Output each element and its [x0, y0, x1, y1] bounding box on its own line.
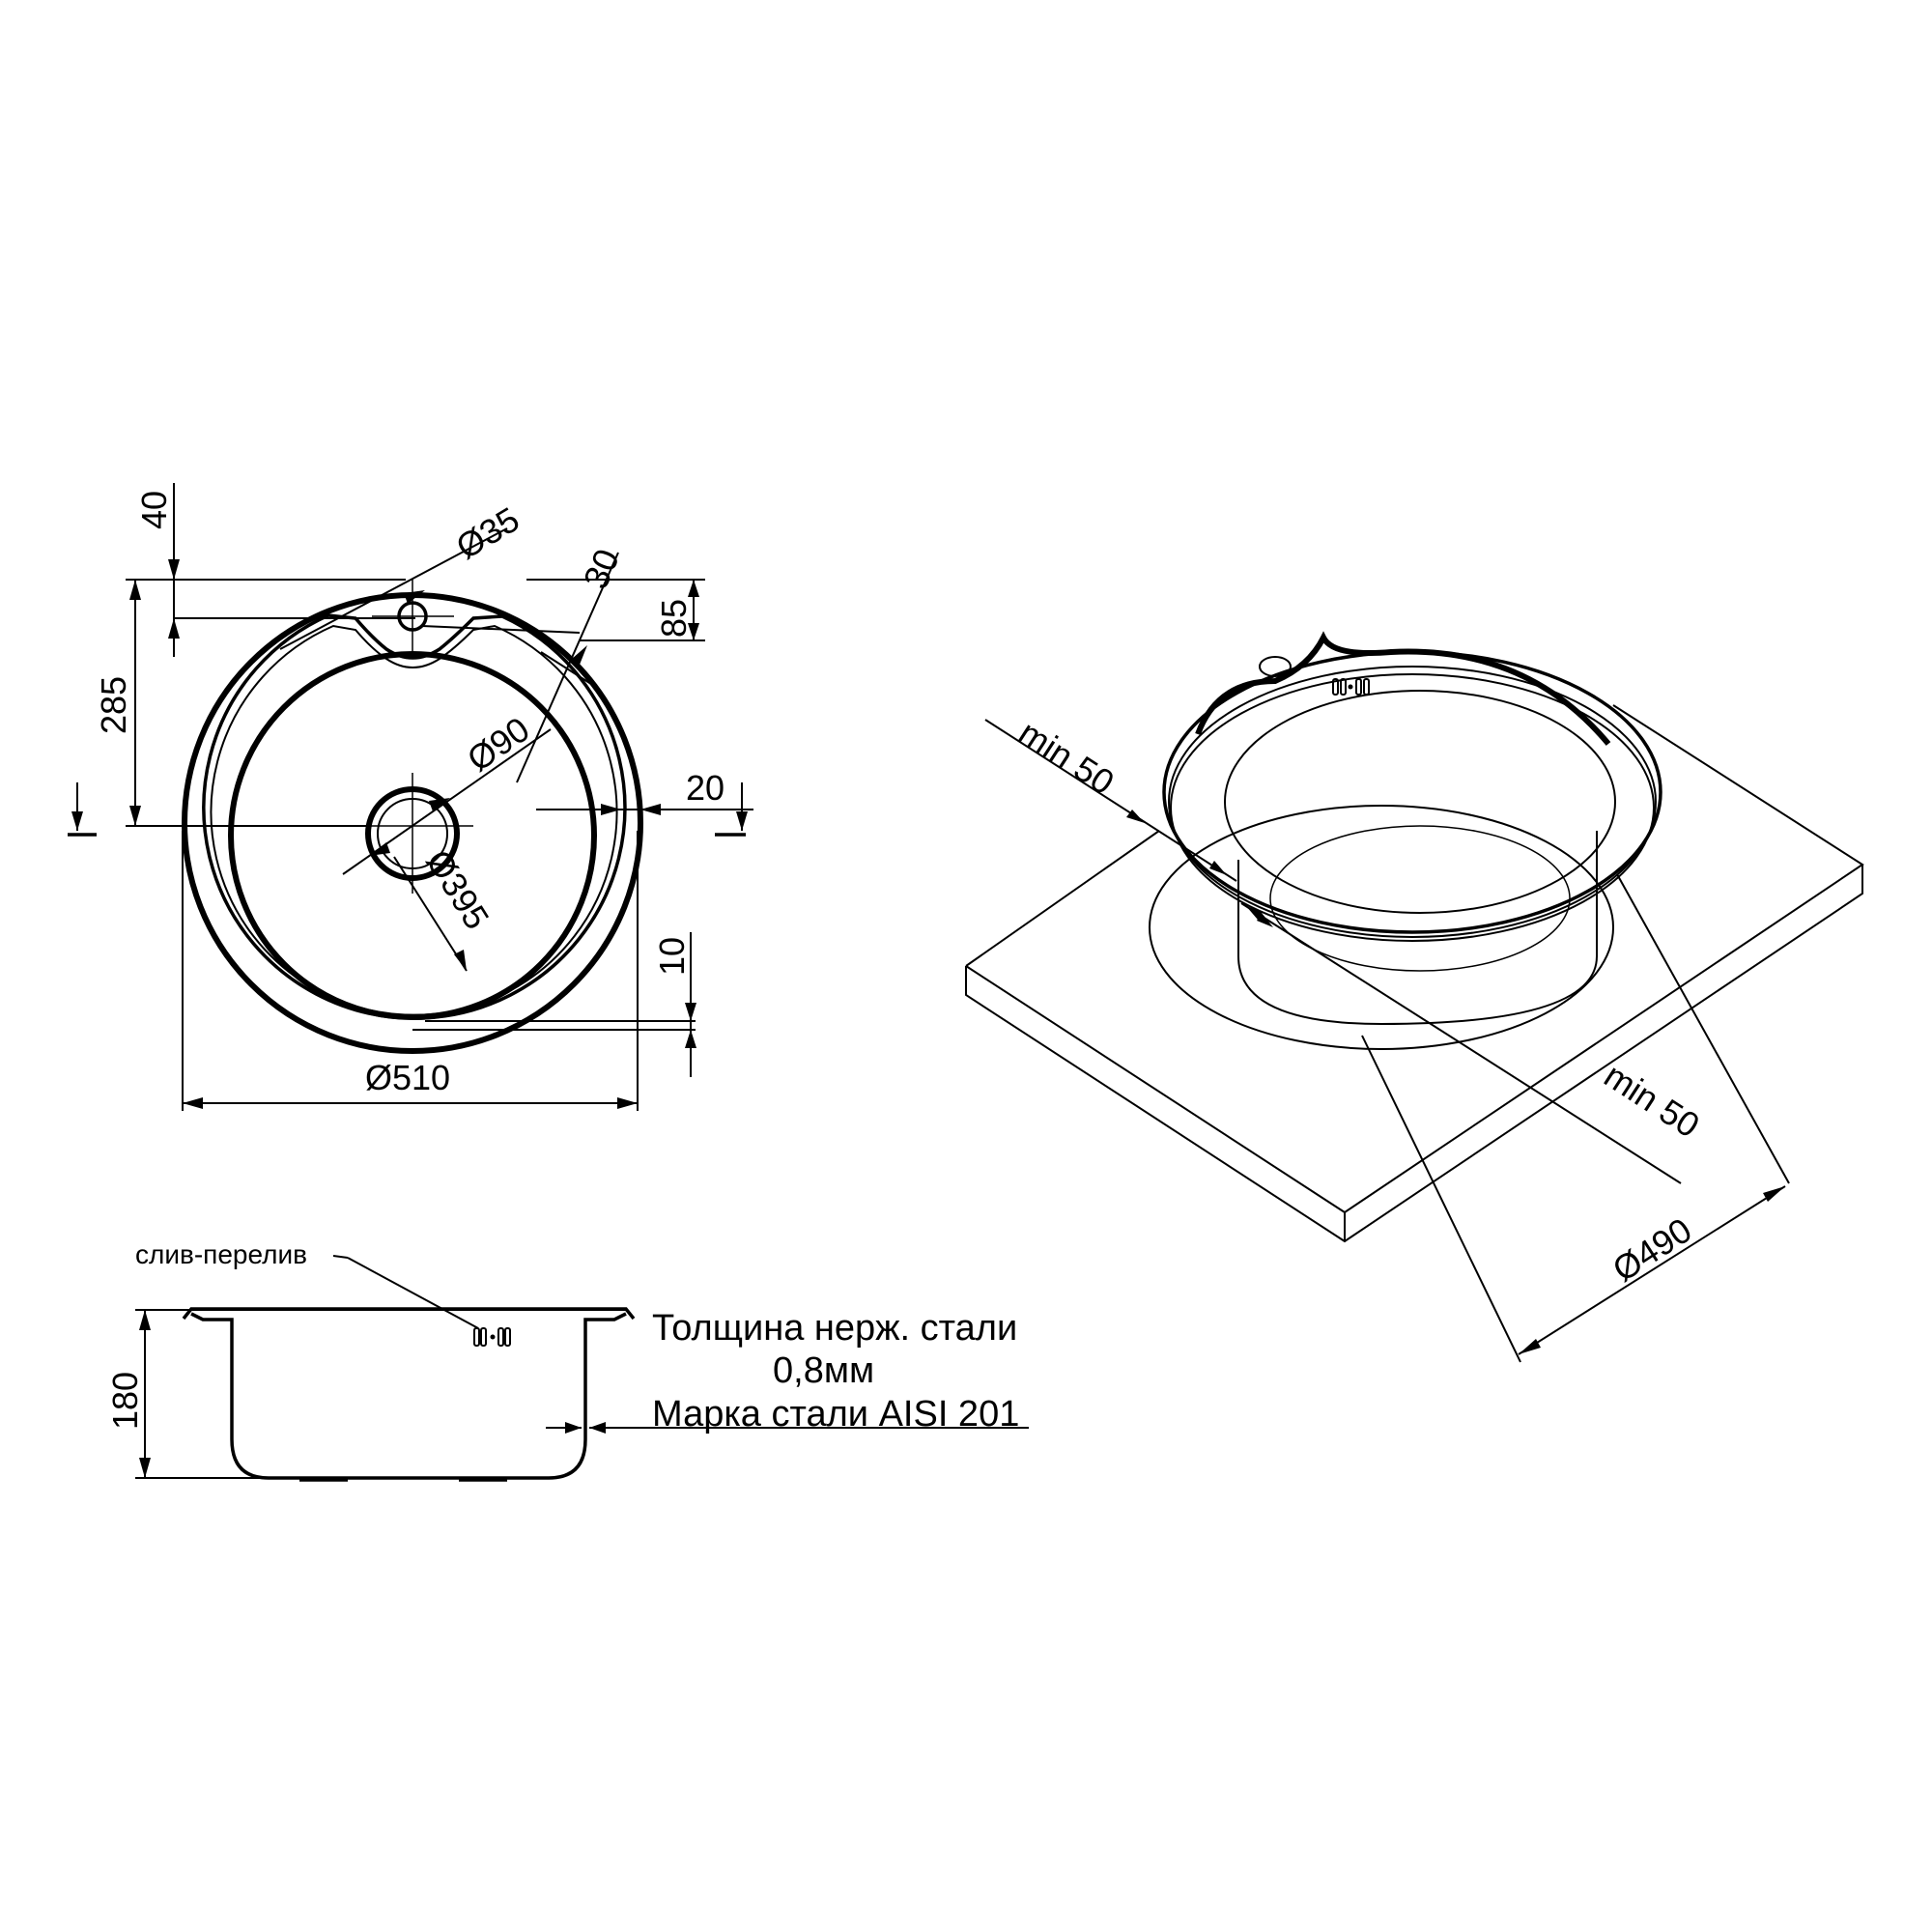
material-note-line1: Толщина нерж. стали [652, 1308, 1017, 1349]
dim-ledge-depth: 85 [654, 599, 694, 638]
overflow-slots [473, 1327, 511, 1347]
countertop-top [965, 704, 1864, 1214]
install-view: min 50 min 50 Ø490 [965, 631, 1864, 1363]
bowl-opening [1224, 690, 1616, 914]
material-note-line3: Марка стали AISI 201 [652, 1394, 1019, 1435]
dim-tap-offset: 40 [134, 491, 174, 529]
dim-depth: 180 [105, 1372, 145, 1430]
section-marker-left [68, 782, 97, 837]
dim-min-clearance-1: min 50 [1012, 712, 1122, 802]
tap-hole [1259, 656, 1292, 677]
top-view: Ø510 285 40 Ø35 30 85 Ø90 [68, 483, 753, 1111]
dim-ledge-width: 30 [576, 543, 627, 594]
dim-cutout-diameter: Ø490 [1605, 1209, 1698, 1289]
dim-center-offset: 285 [94, 676, 133, 734]
dim-drain-diameter: Ø90 [460, 709, 536, 780]
overflow-slots-iso [1332, 678, 1370, 696]
dim-tap-hole-diameter: Ø35 [449, 499, 526, 567]
bowl-circle [228, 651, 597, 1020]
rim-inner-ring-2 [210, 624, 618, 1016]
dim-overall-diameter: Ø510 [365, 1058, 450, 1097]
rim-inner-ring-1 [202, 613, 627, 1020]
sink-side-profile [182, 1307, 636, 1480]
dim-bottom-rim: 10 [652, 937, 692, 976]
dim-min-clearance-2: min 50 [1598, 1055, 1707, 1145]
tap-ledge [1195, 631, 1611, 746]
section-marker-right [715, 782, 748, 837]
dim-bowl-diameter: Ø395 [418, 843, 497, 936]
dim-rim-width: 20 [686, 768, 724, 808]
bowl-bottom-ellipse [1269, 825, 1571, 972]
sink-rim-lower [1168, 666, 1657, 938]
side-view: слив-перелив 180 Толщина нерж. стали 0,8… [105, 1239, 1029, 1482]
bowl-body [1237, 831, 1598, 1026]
material-note-line2: 0,8мм [773, 1350, 874, 1391]
countertop-edge [965, 865, 1863, 1243]
sink-rim-lower2 [1170, 673, 1655, 942]
overflow-label: слив-перелив [135, 1239, 307, 1269]
cutout-ellipse [1149, 805, 1614, 1050]
